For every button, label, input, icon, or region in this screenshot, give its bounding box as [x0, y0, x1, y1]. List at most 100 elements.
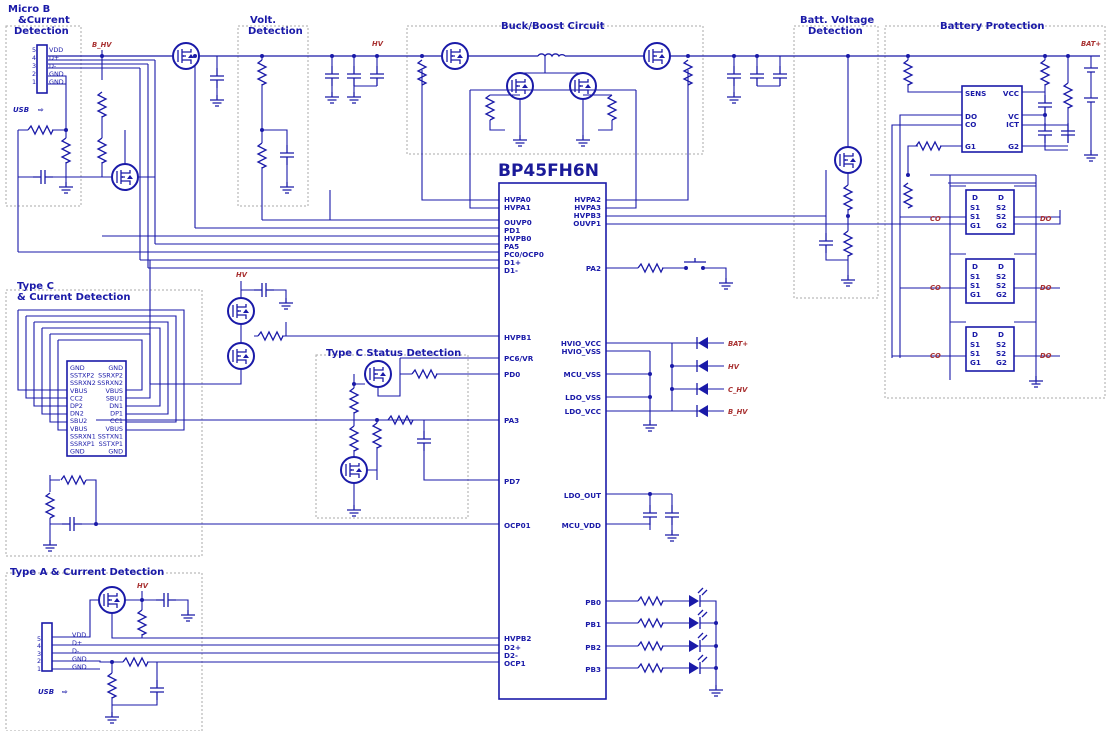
type-c-connector [66, 360, 127, 457]
resistor-prot-g1 [915, 141, 942, 151]
diode-c-hv [696, 382, 709, 396]
svg-text:S2: S2 [996, 272, 1006, 281]
svg-text:HVIO_VCC: HVIO_VCC [561, 339, 601, 348]
svg-text:VCC: VCC [1003, 89, 1019, 98]
svg-text:S1: S1 [970, 212, 980, 221]
type-c-left-pin: VBUS [70, 425, 88, 433]
wire-buck-internal [470, 56, 636, 135]
wire-leds [606, 600, 717, 685]
wire-diode-nets [708, 342, 724, 412]
svg-text:G2: G2 [996, 358, 1007, 367]
net-labels-diodes: BAT+ HV C_HV B_HV [728, 340, 748, 416]
svg-text:PA5: PA5 [504, 242, 519, 251]
usb-label-type-a: USB [38, 688, 54, 696]
resistor-batt-volt-1 [843, 184, 853, 211]
mosfet-type-a [98, 586, 126, 614]
ground-top-hv [209, 94, 225, 107]
svg-text:D2+: D2+ [504, 643, 521, 652]
svg-text:PA2: PA2 [586, 264, 601, 273]
resistor-volt-2 [257, 142, 267, 169]
protection-ic-pins: SENS DO CO G1 VCC VC ICT G2 [965, 89, 1019, 151]
net-label-hv-type-a: HV [137, 582, 149, 590]
resistor-prot-2 [1040, 59, 1050, 86]
wire-typec-fets [150, 281, 499, 385]
svg-text:G2: G2 [996, 221, 1007, 230]
type-a-connector [41, 622, 53, 672]
svg-text:G1: G1 [970, 358, 981, 367]
capacitor-type-a [149, 679, 165, 701]
svg-text:VC: VC [1008, 112, 1019, 121]
net-label-bat-plus: BAT+ [1081, 40, 1101, 48]
svg-text:Detection: Detection [14, 26, 69, 37]
type-c-right-pin: SSTXN1 [98, 432, 123, 440]
capacitor-batt-volt [818, 232, 834, 254]
svg-text:MCU_VSS: MCU_VSS [564, 370, 601, 379]
resistor-prot-1 [903, 59, 913, 86]
svg-text:D+: D+ [72, 639, 82, 647]
type-c-right-pin: GND [108, 364, 123, 372]
svg-text:OUVP1: OUVP1 [573, 219, 601, 228]
title-micro-b: Micro B &Current Detection [8, 4, 70, 37]
svg-text:& Current Detection: & Current Detection [17, 292, 130, 303]
title-batt-voltage: Batt. Voltage Detection [800, 15, 874, 37]
svg-text:OCP01: OCP01 [504, 521, 531, 530]
type-c-right-pin: CC1 [110, 417, 123, 425]
ground-type-a-1 [180, 609, 196, 622]
usb-icon-micro: ⇨ [38, 106, 44, 114]
svg-text:HVPA1: HVPA1 [504, 203, 531, 212]
resistor-status-2 [349, 387, 359, 414]
svg-text:D: D [998, 262, 1004, 271]
svg-text:LDO_VCC: LDO_VCC [565, 407, 601, 416]
capacitor-micro [32, 169, 54, 185]
wire-hvpa-right [606, 70, 1061, 225]
svg-text:CO: CO [930, 284, 941, 292]
capacitor-volt [279, 144, 295, 166]
type-c-right-pin: SBU1 [106, 394, 123, 402]
section-box-type-c [5, 289, 203, 557]
svg-text:D-: D- [72, 647, 79, 655]
usb-icon-type-a: ⇨ [62, 688, 68, 696]
svg-text:HVIO_VSS: HVIO_VSS [561, 347, 601, 356]
resistor-batt-volt-2 [843, 230, 853, 257]
section-box-type-a [5, 572, 203, 731]
ground-protection [1028, 375, 1044, 388]
svg-text:G1: G1 [970, 221, 981, 230]
svg-text:LDO_VSS: LDO_VSS [565, 393, 601, 402]
svg-text:PC6/VR: PC6/VR [504, 354, 534, 363]
chip-pins-left-mid: HVPB1 PC6/VR PD0 PA3 PD7 OCP01 [504, 333, 534, 530]
ground-buck-1 [512, 134, 528, 147]
svg-text:D: D [998, 330, 1004, 339]
svg-text:DO: DO [965, 112, 977, 121]
led-pb0 [688, 587, 708, 608]
mosfet-status-2 [340, 456, 368, 484]
mosfet-buck-1 [441, 42, 469, 70]
capacitor-ldo-1 [642, 504, 658, 526]
micro-b-connector [36, 44, 48, 94]
mosfet-buck-2 [643, 42, 671, 70]
title-type-c-status: Type C Status Detection [326, 348, 461, 359]
svg-text:HVPB1: HVPB1 [504, 333, 531, 342]
chip-body [498, 182, 607, 700]
svg-text:Detection: Detection [248, 26, 303, 37]
type-c-left-pin: SSTXP2 [70, 372, 94, 380]
svg-text:D-: D- [49, 62, 56, 70]
svg-text:&Current: &Current [18, 15, 70, 26]
led-pb2 [688, 632, 708, 653]
svg-text:G1: G1 [970, 290, 981, 299]
svg-text:S2: S2 [996, 212, 1006, 221]
svg-text:3: 3 [37, 650, 41, 658]
chip-name: BP45FH6N [498, 161, 599, 181]
type-c-right-pin: DN1 [109, 402, 123, 410]
diode-hv [696, 359, 709, 373]
svg-text:BAT+: BAT+ [728, 340, 748, 348]
ground-ldo [664, 529, 680, 542]
svg-text:PD1: PD1 [504, 226, 520, 235]
wire-batt-volt [825, 56, 849, 275]
svg-text:Batt. Voltage: Batt. Voltage [800, 15, 874, 26]
ground-leds [708, 684, 724, 697]
chip-pins-right-top: HVPA2 HVPA3 HVPB3 OUVP1 [573, 195, 601, 228]
svg-text:B_HV: B_HV [728, 408, 748, 416]
